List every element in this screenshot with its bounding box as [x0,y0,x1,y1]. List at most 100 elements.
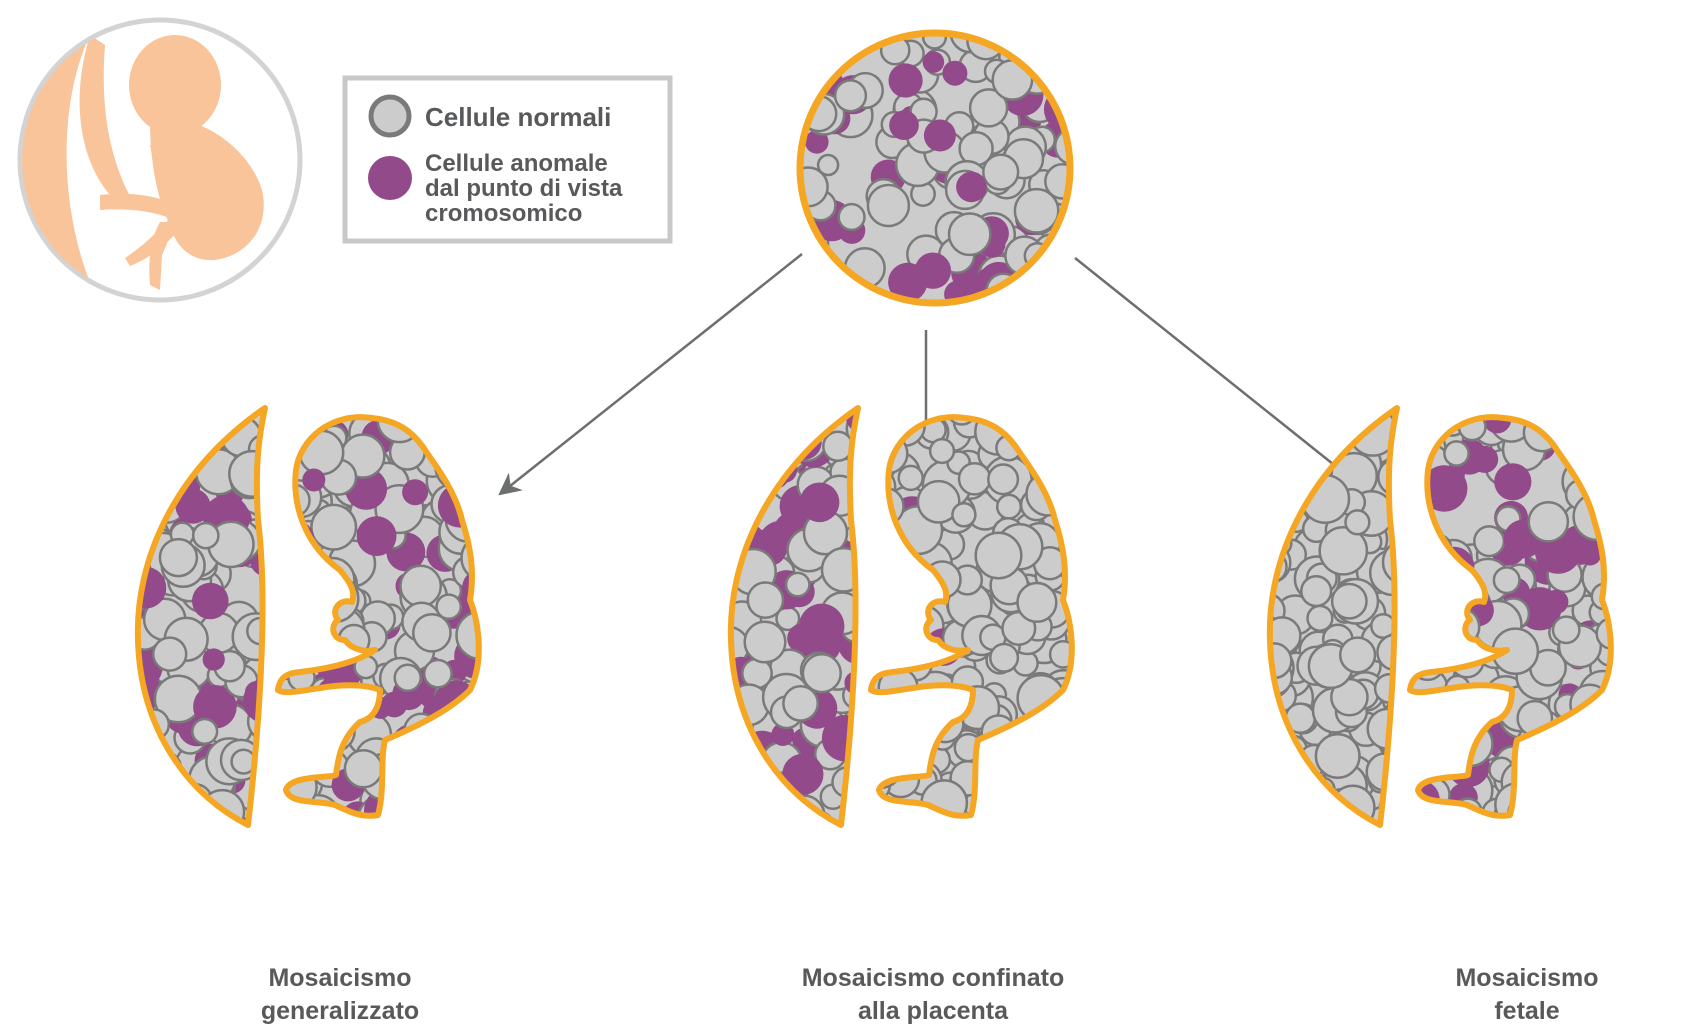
normal-cell [129,785,169,825]
abnormal-cell [289,637,313,661]
normal-cell [286,741,318,773]
normal-cell [1547,755,1581,789]
abnormal-cell [1051,33,1073,55]
normal-cell [120,478,143,501]
normal-cell [841,371,882,412]
normal-cell [763,802,808,847]
normal-cell [1040,800,1076,836]
normal-cell [400,566,440,606]
abnormal-cell [1579,543,1601,565]
normal-cell [1597,419,1637,459]
abnormal-cell [412,787,441,816]
normal-cell [1071,541,1093,563]
normal-cell [1596,480,1635,519]
normal-cell [436,443,484,491]
normal-cell [709,392,744,427]
normal-cell [1309,390,1337,418]
abnormal-cell [260,582,307,629]
normal-cell [761,429,794,462]
abnormal-cell [843,820,881,858]
normal-cell [1388,786,1420,818]
normal-cell [1531,389,1553,411]
normal-cell [413,614,450,651]
cell-cluster-icon [781,11,1092,316]
normal-cell [192,719,217,744]
normal-cell [345,750,382,787]
normal-cell [291,397,323,429]
abnormal-cell [271,752,301,782]
panel-fetal [1240,372,1647,862]
abnormal-cell [889,63,923,97]
normal-cell [446,777,470,801]
normal-cell [1256,434,1291,469]
normal-cell [1534,383,1580,429]
normal-cell [1294,808,1334,848]
abnormal-cell [282,573,306,597]
normal-cell [1560,418,1590,448]
abnormal-cell [1404,410,1441,447]
normal-cell [160,539,197,576]
normal-cell [1301,576,1331,606]
caption-generalized-line-1: Mosaicismo [268,964,411,992]
normal-cell [1411,801,1446,836]
legend-abnormal-line-1: Cellule anomale [425,150,608,177]
abnormal-cell [702,787,750,835]
abnormal-cell [782,272,809,299]
normal-cell [116,477,150,511]
normal-cell [893,637,915,659]
normal-cell [799,29,821,51]
abnormal-cell [1414,556,1454,596]
normal-cell [888,802,927,841]
abnormal-cell-icon [368,156,412,200]
fetus-shape [1384,383,1647,850]
abnormal-cell [151,451,183,483]
legend-abnormal-line-2: dal punto di vista [425,175,623,202]
normal-cell [997,405,1021,429]
abnormal-cell [1494,463,1531,500]
abnormal-cell [775,814,807,846]
normal-cell [1063,401,1093,431]
normal-cell [803,654,841,692]
abnormal-cell [1056,72,1091,107]
normal-cell [1063,545,1099,581]
normal-cell [769,372,815,418]
normal-cell [1412,600,1450,638]
normal-cell [1351,380,1387,416]
caption-generalized: Mosaicismo generalizzato [261,964,419,1025]
abnormal-cell [411,737,444,770]
normal-cell [188,396,222,430]
abnormal-cell [1555,747,1584,776]
normal-cell [1276,784,1317,825]
normal-cell [1036,399,1082,445]
normal-cell [1254,442,1280,468]
normal-cell [306,395,330,419]
normal-cell [990,644,1018,672]
normal-cell [1340,638,1375,673]
normal-cell [835,80,866,111]
normal-cell [1277,788,1305,816]
normal-cell [153,638,186,671]
normal-cell [469,430,507,468]
abnormal-cell [436,419,464,447]
normal-cell [1601,444,1644,487]
normal-cell [855,593,879,617]
normal-cell [1453,690,1479,716]
abnormal-cell [792,375,839,422]
normal-cell [1240,719,1286,765]
normal-cell [1019,742,1055,778]
normal-cell [1542,397,1567,422]
normal-cell [198,385,243,430]
abnormal-cell [270,394,314,438]
abnormal-cell [133,455,161,483]
normal-cell [410,781,445,816]
normal-cell [899,466,923,490]
normal-cell [280,558,321,599]
normal-cell [983,155,1018,190]
normal-cell [424,412,446,434]
normal-cell [1248,422,1284,458]
abnormal-cell [282,711,325,754]
normal-cell [851,382,874,405]
normal-cell [1031,805,1061,835]
normal-cell [413,791,436,814]
